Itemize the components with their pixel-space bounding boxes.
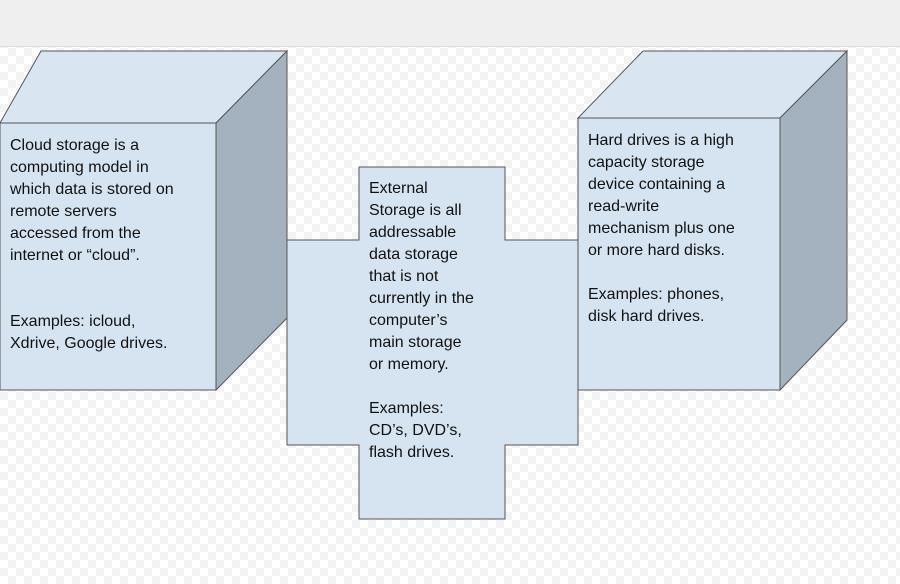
cloud-storage-cube[interactable] xyxy=(0,49,289,392)
cloud-storage-text: Cloud storage is a computing model in wh… xyxy=(10,137,174,352)
hard-drive-text: Hard drives is a high capacity storage d… xyxy=(588,132,735,325)
external-storage-text: External Storage is all addressable data… xyxy=(369,180,474,461)
external-storage-cross[interactable] xyxy=(286,166,579,520)
hard-drive-cube[interactable] xyxy=(576,49,849,392)
toolbar-area xyxy=(0,0,900,47)
